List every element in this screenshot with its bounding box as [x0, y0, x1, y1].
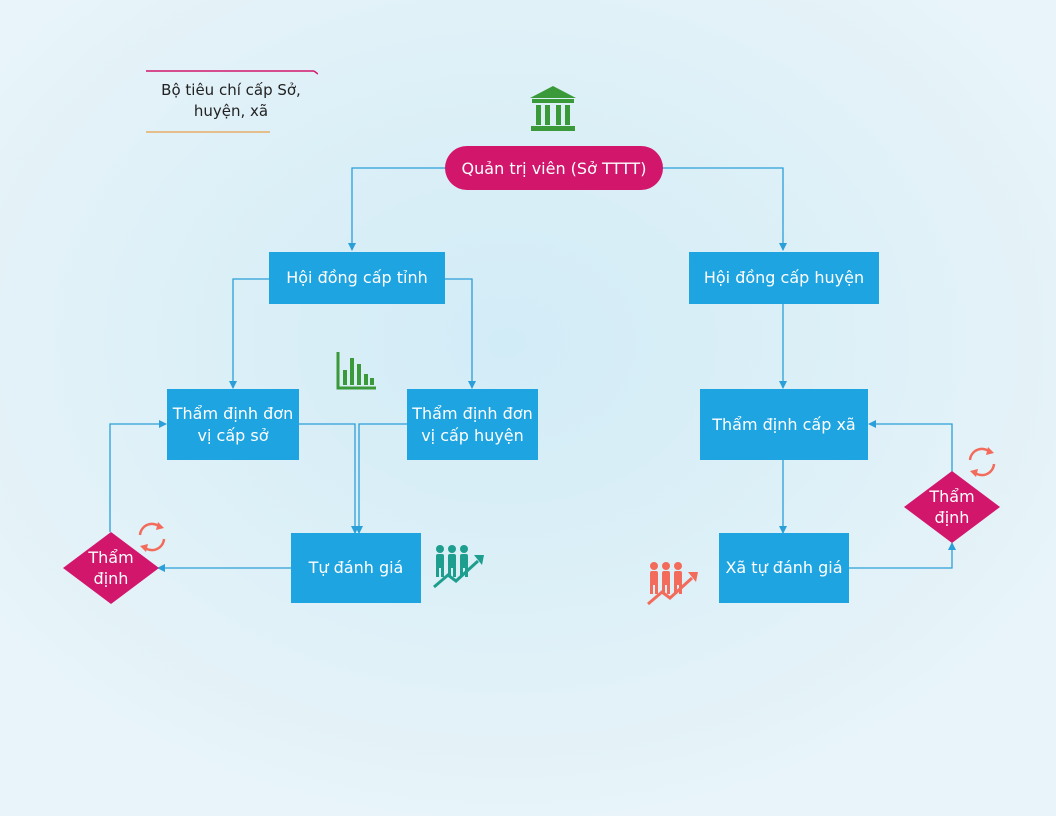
connector-district-self — [355, 423, 408, 534]
team-growth-icon — [647, 562, 698, 606]
legend: Bộ tiêu chí cấp Sở, huyện, xã — [144, 70, 318, 134]
legend-underlines — [146, 70, 318, 133]
appraise-district-node[interactable]: Thẩm định đơn vị cấp huyện — [407, 389, 538, 460]
appraise-commune-node[interactable]: Thẩm định cấp xã — [700, 389, 868, 460]
decision-left-shape — [63, 532, 159, 604]
connector-admin-district — [662, 167, 787, 251]
bank-icon — [530, 86, 576, 131]
admin-node[interactable]: Quản trị viên (Sở TTTT) — [445, 146, 663, 190]
bar-chart-icon — [336, 352, 376, 390]
connector-dept-self — [298, 423, 359, 534]
decision-right-node[interactable]: Thẩm định — [904, 471, 1000, 543]
connector-admin-provincial — [348, 167, 446, 251]
provincial-council-node[interactable]: Hội đồng cấp tỉnh — [269, 252, 445, 304]
refresh-icon — [968, 447, 996, 477]
connector-decision-dept — [109, 420, 167, 532]
decision-left-node[interactable]: Thẩm định — [63, 532, 159, 604]
decision-left-label: Thẩm định — [88, 548, 134, 588]
decision-right-label: Thẩm định — [929, 487, 975, 527]
refresh-icon — [138, 522, 166, 552]
connector-provincial-dept — [229, 278, 270, 389]
connector-self-decision-right — [849, 542, 956, 569]
legend-text: Bộ tiêu chí cấp Sở, huyện, xã — [161, 81, 301, 120]
team-growth-icon — [433, 545, 484, 589]
district-council-node[interactable]: Hội đồng cấp huyện — [689, 252, 879, 304]
connector-provincial-district — [444, 278, 476, 389]
appraise-dept-node[interactable]: Thẩm định đơn vị cấp sở — [167, 389, 299, 460]
connector-decision-commune — [868, 420, 953, 472]
self-assess-node[interactable]: Tự đánh giá — [291, 533, 421, 603]
commune-self-assess-node[interactable]: Xã tự đánh giá — [719, 533, 849, 603]
decision-right-shape — [904, 471, 1000, 543]
